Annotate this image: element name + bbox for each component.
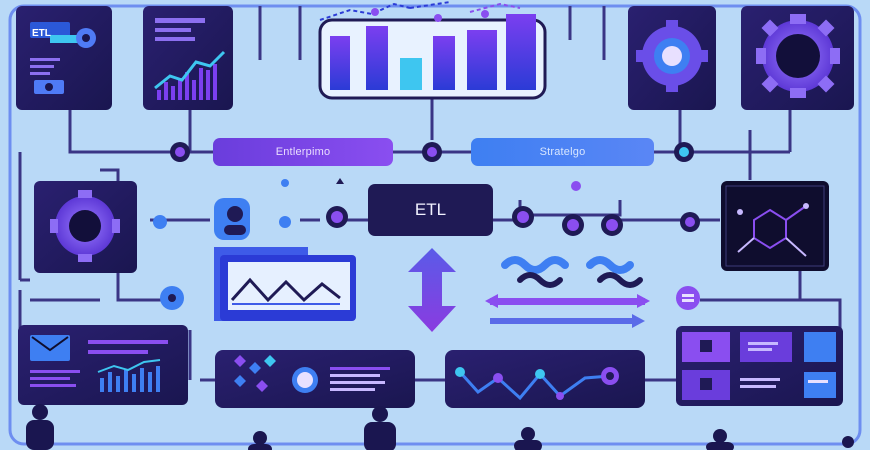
user-badge-icon <box>214 198 250 240</box>
up-arrow-icon <box>336 178 344 184</box>
molecule-panel <box>721 181 829 271</box>
bar-3 <box>400 58 422 90</box>
mail-stats-panel <box>18 325 188 405</box>
flow-arrows-icon <box>485 256 650 328</box>
tiles-panel <box>676 326 843 406</box>
trend-chart-card <box>214 247 356 321</box>
enterprise-label: Entlerpimo <box>213 138 393 166</box>
gear-panel-2 <box>741 6 854 110</box>
shapes-panel <box>215 350 415 408</box>
gear-panel-3 <box>34 181 137 273</box>
top-left-panel-label: ETL <box>32 28 51 39</box>
gear-panel-1 <box>628 6 716 110</box>
bar-1 <box>330 36 350 90</box>
etl-label: ETL <box>368 184 493 236</box>
etl-settings-panel <box>16 6 112 110</box>
bar-2 <box>366 26 388 90</box>
bar-5 <box>467 30 497 90</box>
people-silhouettes <box>26 404 854 450</box>
connector-lines <box>18 6 842 400</box>
double-arrow-icon <box>408 248 456 332</box>
strategy-label: Stratelgo <box>471 138 654 166</box>
frame-border <box>8 4 862 446</box>
connector-nodes <box>153 142 700 310</box>
bar-4 <box>433 36 455 90</box>
growth-chart-panel <box>143 6 233 110</box>
bar-chart-panel <box>318 1 547 100</box>
line-graph-panel <box>445 350 645 408</box>
bar-6 <box>506 14 536 90</box>
